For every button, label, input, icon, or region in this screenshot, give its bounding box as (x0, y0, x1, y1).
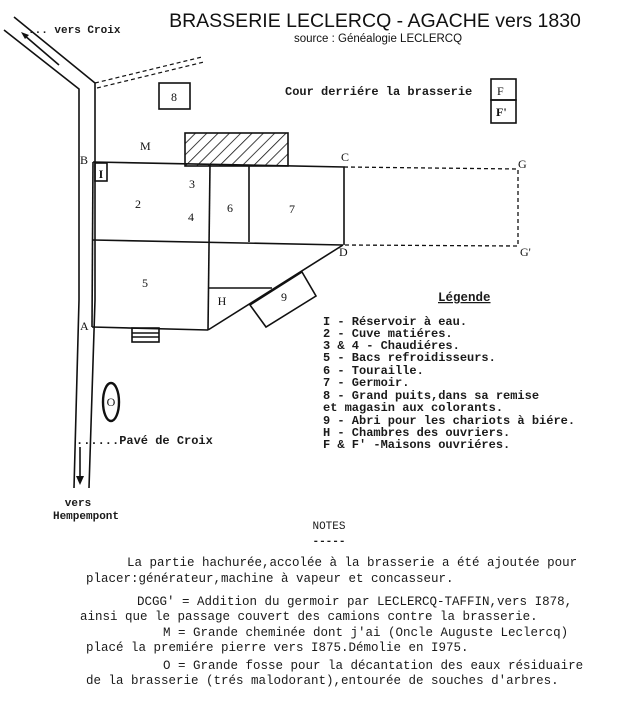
building-4-label: 4 (188, 210, 194, 224)
note-line: DCGG' = Addition du germoir par LECLERCQ… (137, 595, 572, 609)
point-c: C (341, 150, 349, 164)
building-1-label: I (99, 167, 104, 181)
building-5-label: 5 (142, 276, 148, 290)
point-g-prime: G' (520, 245, 531, 259)
dashed-path (94, 56, 205, 89)
point-a: A (80, 319, 89, 333)
point-m: M (140, 139, 151, 153)
note-line: placer:générateur,machine à vapeur et co… (86, 572, 454, 586)
cour-label: Cour derriére la brasserie (285, 85, 472, 99)
point-g: G (518, 157, 527, 171)
legend-item: 2 - Cuve matiéres. (323, 327, 453, 341)
arrow-down-icon (76, 447, 84, 485)
building-6-label: 6 (227, 201, 233, 215)
building-2-label: 2 (135, 197, 141, 211)
note-line: de la brasserie (trés malodorant),entour… (86, 674, 559, 688)
arrow-up-icon (21, 32, 60, 66)
legend-item: 8 - Grand puits,dans sa remise (323, 389, 539, 403)
extension-dcgg-outline (343, 166, 519, 247)
legend-title: Légende (438, 291, 491, 305)
building-9-label: 9 (281, 290, 287, 304)
building-8-box (158, 82, 191, 110)
point-d: D (339, 245, 348, 259)
house-f-prime-label: F' (496, 105, 507, 119)
pit-o-label: O (107, 395, 116, 409)
legend-item: 3 & 4 - Chaudiéres. (323, 339, 460, 353)
road-label-hempempont: Hempempont (53, 511, 119, 523)
house-f-label: F (497, 84, 504, 98)
notes-underline: ----- (312, 536, 345, 548)
notes-title: NOTES (312, 521, 345, 533)
point-b: B (80, 153, 88, 167)
house-f-prime-box (490, 99, 517, 124)
building-7-label: 7 (289, 202, 295, 216)
building-8-label: 8 (171, 90, 177, 104)
road-label-vers: vers (65, 498, 91, 510)
note-line: O = Grande fosse pour la décantation des… (163, 659, 583, 673)
legend-item: I - Réservoir à eau. (323, 315, 467, 329)
note-line: La partie hachurée,accolée à la brasseri… (127, 556, 577, 570)
hatched-addition (184, 132, 289, 167)
note-line: M = Grande cheminée dont j'ai (Oncle Aug… (163, 626, 568, 640)
legend-item: 6 - Touraille. (323, 364, 424, 378)
legend-item: H - Chambres des ouvriers. (323, 426, 510, 440)
legend-item: 9 - Abri pour les chariots à biére. (323, 414, 575, 428)
legend-item: 7 - Germoir. (323, 376, 409, 390)
note-line: placé la premiére pierre vers I875.Démol… (86, 641, 469, 655)
notes-body: La partie hachurée,accolée à la brasseri… (80, 556, 583, 688)
legend-item: F & F' -Maisons ouvriéres. (323, 438, 510, 452)
legend-list: I - Réservoir à eau. 2 - Cuve matiéres. … (323, 315, 575, 452)
legend-item: et magasin aux colorants. (323, 401, 503, 415)
road-label-pave-de-croix: ......Pavé de Croix (76, 434, 213, 448)
building-3-label: 3 (189, 177, 195, 191)
pit-o-outline (101, 381, 121, 423)
document-source: source : Généalogie LECLERCQ (294, 33, 462, 45)
document-title: BRASSERIE LECLERCQ - AGACHE vers 1830 (169, 10, 581, 32)
road (3, 16, 96, 489)
building-h-label: H (218, 294, 227, 308)
legend-item: 5 - Bacs refroidisseurs. (323, 351, 496, 365)
road-label-vers-croix: ... vers Croix (28, 25, 121, 37)
stairs (131, 327, 160, 343)
note-line: ainsi que le passage couvert des camions… (80, 610, 538, 624)
